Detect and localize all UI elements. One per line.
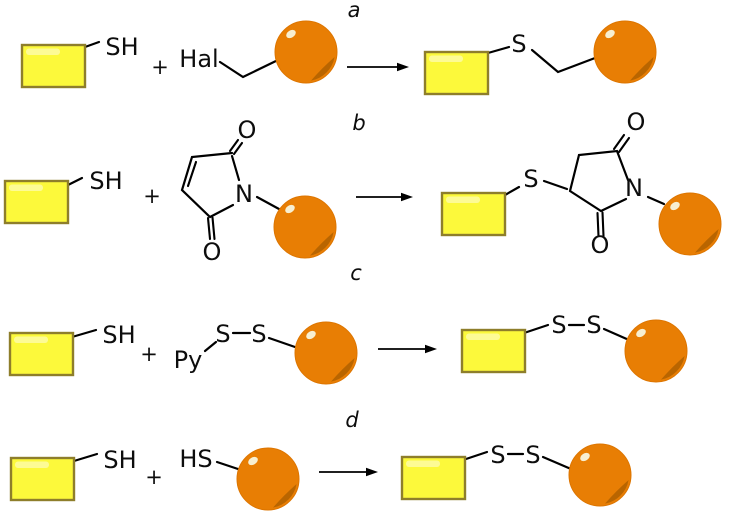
sulfur-label: S [511,30,526,58]
bond [215,460,243,472]
bond [218,58,280,79]
oxygen-label: O [591,231,610,259]
biomolecule-rectangle [440,191,507,237]
bond [70,328,98,339]
nanoparticle-sphere [294,321,358,385]
ring-bond [230,154,241,182]
succinimide-ring: O N O [568,108,646,259]
nanoparticle-sphere [593,20,657,84]
maleimide-ring: O N O [180,116,257,266]
nanoparticle-sphere [273,195,337,259]
bond [203,340,218,353]
biomolecule-rectangle [400,455,467,501]
double-bond [186,160,198,188]
thiol-label: HS [179,445,212,473]
plus-sign: + [145,465,163,489]
ring-bond [568,149,630,213]
sulfur-label: S [251,320,266,348]
bond [530,48,597,74]
reaction-arrow-head [425,344,437,354]
reaction-arrow-head [401,192,413,202]
carbonyl-double-bond [601,211,605,238]
oxygen-label: O [238,116,257,144]
biomolecule-rectangle [20,43,87,89]
plus-sign: + [140,342,158,366]
oxygen-label: O [627,108,646,136]
bond [503,185,521,197]
bond [66,176,84,187]
nanoparticle-sphere [274,20,338,84]
bond [541,455,573,471]
bond [83,40,101,49]
bond [255,195,281,211]
bond [267,336,297,349]
nanoparticle-sphere [236,447,300,511]
biomolecule-rectangle [460,328,527,374]
reaction-a: a SH + Hal S [20,0,657,96]
scheme-label-c: c [350,261,362,285]
nanoparticle-sphere [624,319,688,383]
oxygen-label: O [203,238,222,266]
carbonyl-double-bond [612,133,626,151]
sulfur-label: S [523,165,538,193]
sulfur-label: S [551,311,566,339]
thiol-label: SH [89,167,122,195]
bond [464,450,489,461]
scheme-label-d: d [345,408,359,432]
nitrogen-label: N [625,174,643,202]
carbonyl-double-bond [232,141,244,156]
sulfur-label: S [490,441,505,469]
bond [542,179,569,191]
bond [486,45,511,55]
sulfur-label: S [525,441,540,469]
bond [522,323,550,335]
reaction-b: b SH + O N O S [3,108,722,266]
ring-bond [180,151,235,219]
reaction-d: d SH + HS S S [9,408,632,511]
halide-label: Hal [179,45,218,73]
biomolecule-rectangle [3,179,70,225]
carbonyl-double-bond [206,216,212,241]
plus-sign: + [151,55,169,79]
biomolecule-rectangle [8,331,75,377]
scheme-label-a: a [348,0,361,22]
thiol-label: SH [105,33,138,61]
pyridyl-label: Py [174,346,203,374]
carbonyl-double-bond [228,138,240,153]
thiol-label: SH [103,446,136,474]
reaction-arrow-head [397,62,409,72]
bond [646,195,666,206]
carbonyl-double-bond [211,216,216,241]
thiol-label: SH [102,321,135,349]
reaction-arrow-head [366,467,378,477]
biomolecule-rectangle [9,456,76,502]
nanoparticle-sphere [568,443,632,507]
reaction-c: c SH + Py S S S S [8,261,688,385]
nanoparticle-sphere [658,192,722,256]
bond [602,327,631,342]
bond [72,452,99,463]
carbonyl-double-bond [596,211,600,238]
scheme-label-b: b [352,111,365,135]
carbonyl-double-bond [617,136,631,154]
plus-sign: + [143,184,161,208]
biomolecule-rectangle [423,50,490,96]
sulfur-label: S [586,311,601,339]
sulfur-label: S [215,320,230,348]
nitrogen-label: N [235,180,253,208]
